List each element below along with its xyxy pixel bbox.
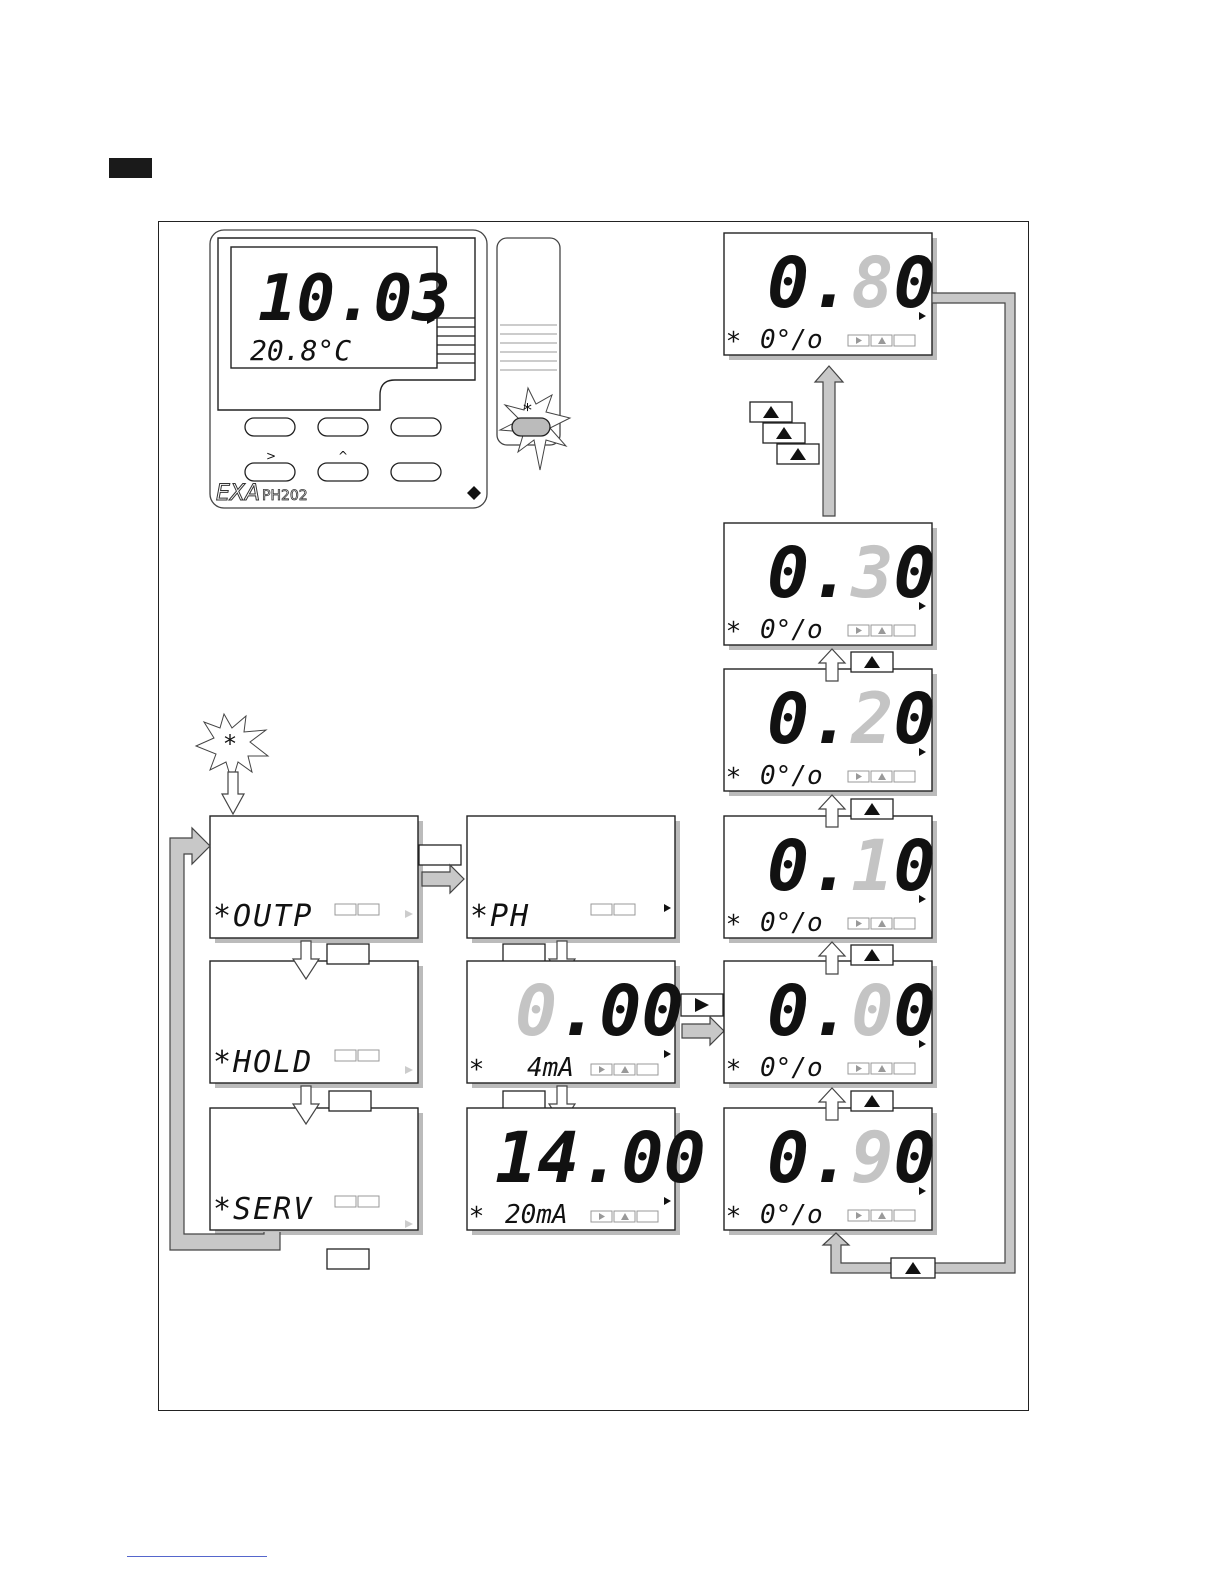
key-top-2[interactable] [318, 418, 368, 436]
svg-text:*: * [727, 1055, 740, 1085]
percent-screen: 0.20 * 0°/o [724, 669, 937, 796]
blank-key-box [327, 1249, 369, 1269]
svg-text:4mA: 4mA [527, 1053, 574, 1083]
percent-screen: 0.80 * 0°/o [724, 233, 937, 360]
brand-logo: EXA [216, 481, 260, 506]
main-reading: 10.03 [258, 262, 451, 336]
key-top-3[interactable] [391, 418, 441, 436]
range-screen-4ma: 0.00 * 4mA [467, 961, 684, 1088]
svg-text:*: * [727, 910, 740, 940]
svg-text:0.00: 0.00 [515, 970, 684, 1052]
svg-text:0°/o: 0°/o [760, 325, 823, 355]
range-screen-20ma: 14.00 * 20mA [467, 1108, 706, 1235]
svg-text:*SERV: *SERV [213, 1192, 313, 1227]
percent-screen: 0.30 * 0°/o [724, 523, 937, 650]
shift-key-label: > [266, 449, 276, 463]
temperature-reading: 20.8°C [250, 334, 351, 367]
svg-text:0°/o: 0°/o [760, 1200, 823, 1230]
svg-text:*: * [470, 1055, 483, 1085]
svg-text:0.10: 0.10 [767, 825, 936, 907]
increment-key[interactable] [318, 463, 368, 481]
svg-text:0.00: 0.00 [767, 970, 936, 1052]
mode-star-icon: * [523, 400, 532, 421]
increment-key-label: ^ [338, 449, 348, 463]
blank-key-box [327, 944, 369, 964]
blank-key-box [329, 1091, 371, 1111]
blank-key-box [419, 845, 461, 865]
svg-text:0.30: 0.30 [767, 532, 936, 614]
svg-text:*PH: *PH [470, 899, 530, 934]
down-arrow-icon [222, 772, 244, 814]
svg-text:0°/o: 0°/o [760, 761, 823, 791]
menu-screen-serv: *SERV [210, 1108, 423, 1235]
svg-text:0°/o: 0°/o [760, 1053, 823, 1083]
svg-text:20mA: 20mA [505, 1200, 568, 1230]
svg-text:*OUTP: *OUTP [213, 899, 313, 934]
svg-text:*: * [727, 617, 740, 647]
menu-screen-hold: *HOLD [210, 961, 423, 1088]
svg-text:*HOLD: *HOLD [213, 1045, 313, 1080]
percent-screen: 0.00 * 0°/o [724, 961, 937, 1088]
model-label: PH202 [262, 488, 308, 504]
right-arrow-icon [422, 865, 464, 893]
percent-screen: 0.90 * 0°/o [724, 1108, 937, 1235]
percent-screen: 0.10 * 0°/o [724, 816, 937, 943]
svg-text:14.00: 14.00 [495, 1117, 706, 1199]
ph-screen: *PH [467, 816, 680, 943]
svg-text:0°/o: 0°/o [760, 615, 823, 645]
svg-text:0.90: 0.90 [767, 1117, 936, 1199]
start-burst: * [196, 714, 268, 814]
key-bottom-3[interactable] [391, 463, 441, 481]
svg-text:0°/o: 0°/o [760, 908, 823, 938]
svg-text:0.20: 0.20 [767, 678, 936, 760]
right-arrow-icon [682, 1017, 724, 1045]
svg-text:*: * [727, 327, 740, 357]
instrument-panel: 10.03 20.8°C > ^ EXA PH202 [210, 230, 487, 508]
menu-screen-outp: *OUTP [210, 816, 423, 943]
svg-text:*: * [727, 1202, 740, 1232]
shift-key[interactable] [245, 463, 295, 481]
burst-star-icon: * [224, 730, 236, 758]
up-arrow-icon [815, 366, 843, 516]
svg-text:*: * [727, 763, 740, 793]
svg-text:0.80: 0.80 [767, 242, 936, 324]
side-strip: * [497, 238, 570, 470]
svg-text:*: * [470, 1202, 483, 1232]
key-top-1[interactable] [245, 418, 295, 436]
